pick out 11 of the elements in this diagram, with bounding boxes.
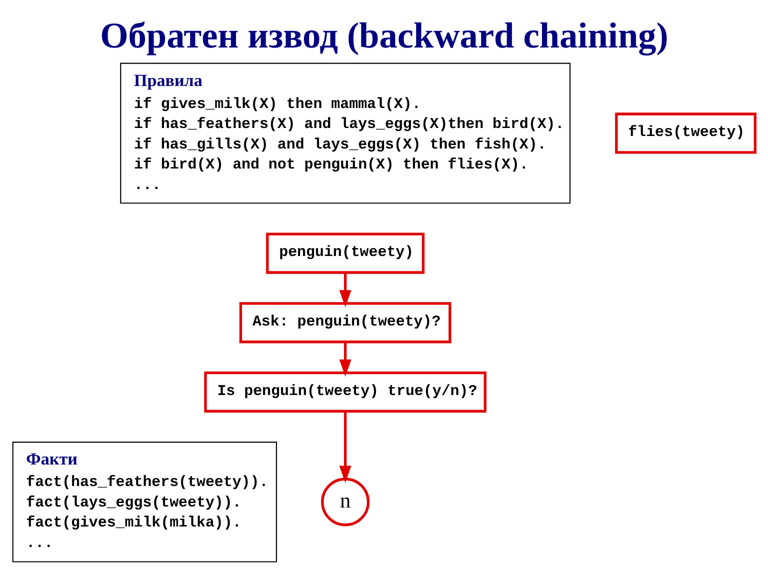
arrow [339,342,352,376]
arrow [339,410,352,482]
node-box: Is penguin(tweety) true(y/n)? [204,370,486,412]
diagram-title: Обратен извод (backward chaining) [100,15,668,55]
node-box: Ask: penguin(tweety)? [239,302,452,343]
node-box: Факти fact(has_feathers(tweety)). fact(lays_eggs(tweety)). fact(gives_milk(milka)). ... [12,441,277,562]
node-box: flies(tweety) [615,112,756,154]
node-box: Правила if gives_milk(X) then mammal(X). if has_feathers(X) and lays_eggs(X)then bird(X). if has_gills(X) and lays_eggs(X) then fish(X). if bird(X) and not penguin(X) then flies(X). ... [120,62,571,204]
node-box: penguin(tweety) [266,232,425,274]
arrow [339,272,352,307]
node-circle: n [321,477,370,526]
